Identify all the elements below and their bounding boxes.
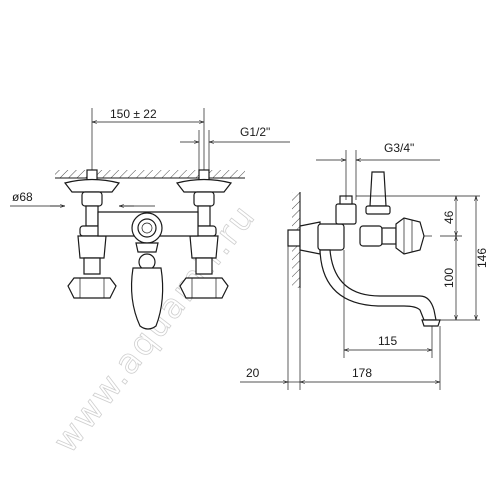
right-valve-knob [395,217,425,255]
lever-handle [369,171,387,207]
dim-thread: G1/2" [180,125,290,170]
dim-100-label: 100 [442,268,456,288]
dim-46: 46 [442,196,456,236]
dim-thread-label: G1/2" [240,125,270,139]
front-view: 150 ± 22 G1/2" ø68 [10,107,290,330]
left-connection [63,169,121,299]
dim-115: 115 [343,250,433,358]
dim-outlet-label: G3/4" [384,141,414,155]
dim-20-label: 20 [246,366,260,380]
dim-spacing: 150 ± 22 [91,107,205,170]
dim-flange: ø68 [10,190,155,206]
right-connection [175,169,233,299]
dim-146-label: 146 [475,248,489,268]
dim-spacing-label: 150 ± 22 [110,107,157,121]
spout-side [319,249,437,321]
front-wall [55,170,245,179]
dim-100: 100 [442,236,456,320]
dim-178: 178 [300,366,440,382]
dim-20: 20 [240,366,300,382]
dim-115-label: 115 [378,334,397,348]
dim-outlet: G3/4" [316,141,440,200]
dim-46-label: 46 [442,210,456,224]
side-view: G3/4" 46 100 146 115 [240,141,489,390]
side-body [317,223,345,251]
dim-178-label: 178 [352,366,372,380]
spout-front [130,267,164,330]
dim-146: 146 [475,196,489,320]
dim-flange-label: ø68 [12,190,33,204]
